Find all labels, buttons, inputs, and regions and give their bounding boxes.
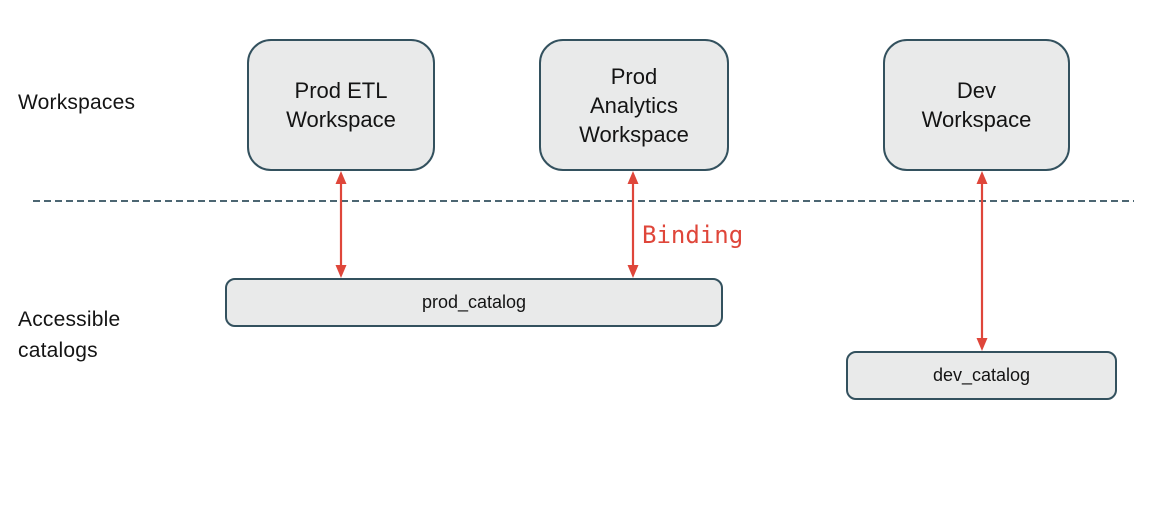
catalog-box-prod-catalog: prod_catalog — [225, 278, 723, 327]
workspace-box-prod-etl-label: Prod ETL Workspace — [286, 78, 396, 132]
row-label-accessible-catalogs: Accessible catalogs — [18, 308, 121, 362]
binding-arrow-dev-to-dev-catalog — [976, 171, 988, 351]
catalog-box-prod-catalog-label: prod_catalog — [421, 292, 527, 312]
binding-arrow-prod-analytics-to-prod-catalog — [627, 171, 639, 278]
workspace-box-prod-etl: Prod ETL Workspace — [247, 39, 435, 171]
catalog-box-dev-catalog: dev_catalog — [846, 351, 1117, 400]
binding-label: Binding — [642, 221, 744, 249]
binding-arrow-prod-etl-to-prod-catalog — [335, 171, 347, 278]
row-label-workspaces: Workspaces — [18, 91, 136, 114]
workspace-box-dev: Dev Workspace — [883, 39, 1070, 171]
workspace-box-dev-label: Dev Workspace — [921, 78, 1032, 132]
workspace-box-prod-analytics-label: Prod Analytics Workspace — [579, 63, 689, 147]
workspace-box-prod-analytics: Prod Analytics Workspace — [539, 39, 729, 171]
catalog-box-dev-catalog-label: dev_catalog — [932, 365, 1031, 385]
